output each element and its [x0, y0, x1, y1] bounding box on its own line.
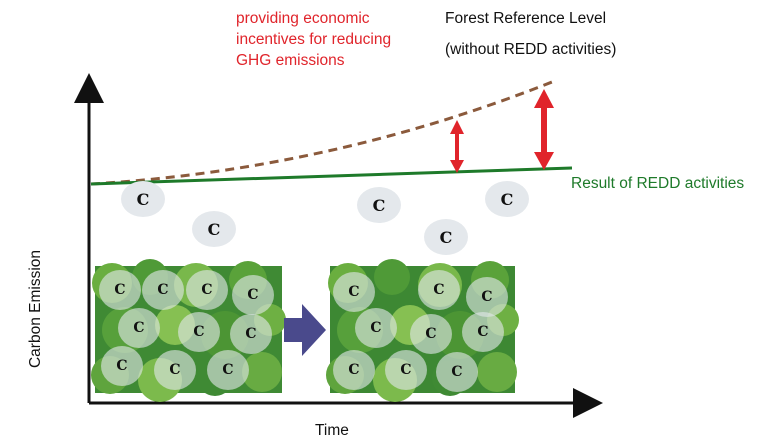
forest-carbon-marker: C	[436, 352, 478, 392]
emission-reduction-arrow-small	[450, 120, 464, 173]
forest-carbon-marker: C	[466, 277, 508, 317]
carbon-bubble: C	[424, 219, 468, 255]
forest-carbon-marker: C	[333, 350, 375, 390]
carbon-bubble: C	[485, 181, 529, 217]
forest-carbon-marker: C	[462, 312, 504, 352]
forest-carbon-marker: C	[118, 308, 160, 348]
redd-result-label: Result of REDD activities	[571, 175, 745, 192]
reference-level-label: Forest Reference Level	[445, 10, 607, 27]
forest-carbon-marker: C	[154, 350, 196, 390]
forest-carbon-marker: C	[230, 314, 272, 354]
incentive-note-line: GHG emissions	[236, 52, 345, 69]
incentive-note-line: incentives for reducing	[236, 31, 392, 48]
forest-carbon-marker: C	[178, 312, 220, 352]
y-axis-label: Carbon Emission	[27, 249, 44, 369]
incentive-note: providing economic incentives for reduci…	[236, 8, 391, 71]
reference-level-curve	[90, 80, 553, 186]
carbon-bubble: C	[192, 211, 236, 247]
x-axis-label: Time	[315, 422, 349, 439]
forest-carbon-marker: C	[410, 314, 452, 354]
forest-carbon-marker: C	[355, 308, 397, 348]
forest-carbon-marker: C	[142, 270, 184, 310]
forest-carbon-marker: C	[99, 270, 141, 310]
carbon-bubble: C	[121, 181, 165, 217]
reference-level-sublabel: (without REDD activities)	[445, 41, 617, 58]
emission-reduction-arrow-large	[534, 89, 554, 170]
forest-carbon-marker: C	[418, 270, 460, 310]
transition-arrow-icon	[284, 304, 326, 356]
forest-carbon-marker: C	[186, 270, 228, 310]
forest-carbon-marker: C	[333, 272, 375, 312]
incentive-note-line: providing economic	[236, 10, 370, 27]
redd-result-line	[90, 166, 573, 186]
forest-carbon-marker: C	[232, 275, 274, 315]
forest-carbon-marker: C	[207, 350, 249, 390]
carbon-bubble: C	[357, 187, 401, 223]
forest-carbon-marker: C	[101, 346, 143, 386]
forest-carbon-marker: C	[385, 350, 427, 390]
